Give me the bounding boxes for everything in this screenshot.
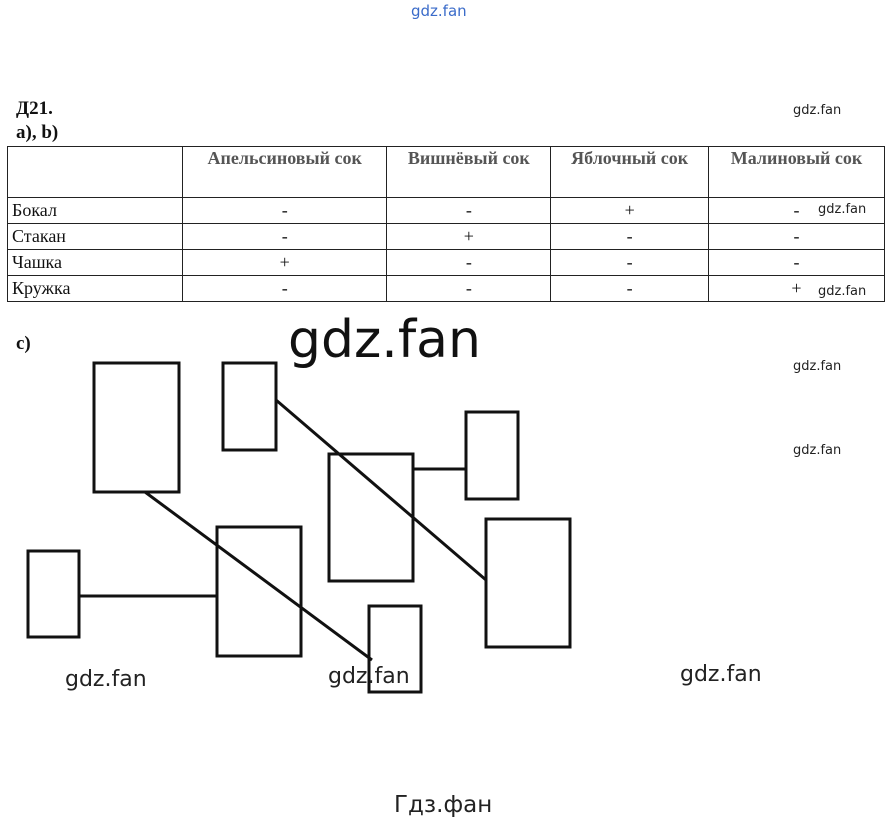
table-header-row: Апельсиновый сок Вишнёвый сок Яблочный с… — [7, 146, 885, 198]
part-c-label: c) — [16, 333, 31, 354]
table-row: Кружка---+ — [7, 275, 885, 302]
row-label: Кружка — [7, 275, 183, 302]
header-cell — [7, 146, 183, 198]
header-cell: Вишнёвый сок — [386, 146, 552, 198]
table-cell: - — [708, 249, 885, 276]
task-number: Д21. — [16, 98, 53, 119]
table-cell: - — [386, 249, 552, 276]
diagram-line — [275, 398, 487, 582]
table-cell: - — [708, 223, 885, 250]
watermark-bottom: gdz.fan — [680, 662, 762, 687]
watermark-bottom: gdz.fan — [328, 664, 410, 689]
table-row: Стакан-+-- — [7, 223, 885, 250]
table-cell: - — [386, 275, 552, 302]
watermark-right: gdz.fan — [793, 103, 842, 118]
watermark-right: gdz.fan — [793, 359, 842, 374]
diagram-line — [144, 490, 373, 662]
diagram-rect — [221, 361, 278, 452]
row-label: Стакан — [7, 223, 183, 250]
watermark-right: gdz.fan — [818, 202, 867, 217]
watermark-footer: Гдз.фан — [394, 792, 493, 818]
table-cell: - — [181, 275, 388, 302]
table-cell: + — [181, 249, 388, 276]
diagram-rect — [26, 549, 81, 639]
watermark-bottom: gdz.fan — [65, 667, 147, 692]
diagram-rect — [327, 452, 415, 583]
table-cell: - — [550, 249, 710, 276]
watermark-right: gdz.fan — [818, 284, 867, 299]
row-label: Бокал — [7, 197, 183, 224]
juice-table: Апельсиновый сок Вишнёвый сок Яблочный с… — [7, 146, 885, 302]
diagram-rect — [367, 604, 423, 694]
watermark-top: gdz.fan — [411, 2, 467, 20]
part-ab-label: a), b) — [16, 122, 59, 143]
header-cell: Малиновый сок — [708, 146, 885, 198]
diagram-rect — [215, 525, 303, 658]
diagram-rect — [484, 517, 572, 649]
diagram-rect — [92, 361, 181, 494]
table-cell: - — [550, 223, 710, 250]
diagram-rect — [464, 410, 520, 501]
table-cell: + — [708, 275, 885, 302]
header-cell: Яблочный сок — [550, 146, 710, 198]
table-cell: + — [386, 223, 552, 250]
watermark-big: gdz.fan — [288, 310, 481, 370]
watermark-right: gdz.fan — [793, 443, 842, 458]
